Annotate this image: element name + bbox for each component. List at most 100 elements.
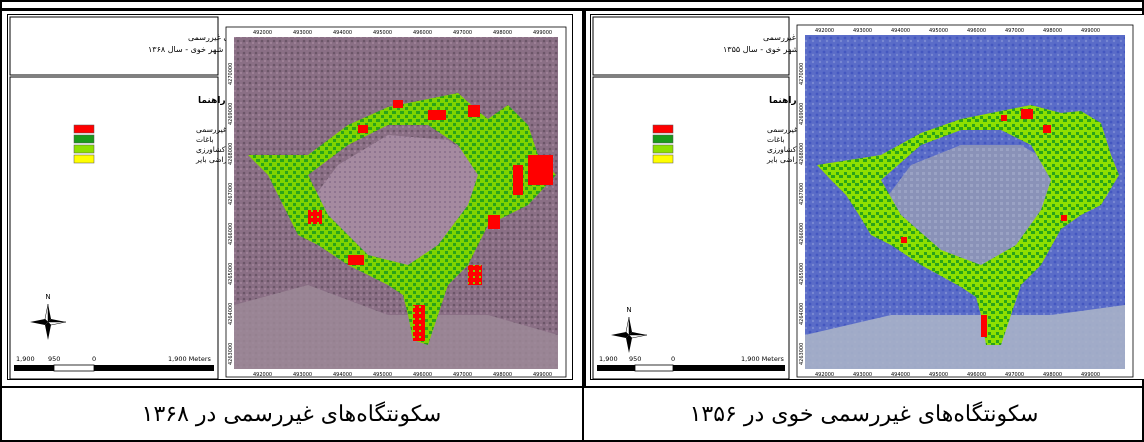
legend-swatch-informal [652,124,674,134]
svg-text:495000: 495000 [373,372,392,378]
north-arrow-icon [611,316,648,353]
legend-swatch-gardens [73,134,95,144]
svg-text:497000: 497000 [453,30,472,36]
scale-label-3: 1,900 Meters [168,355,212,363]
y-tick-labels: 4270000 4269000 4268000 4267000 4266000 … [228,63,234,365]
x-tick-labels-bottom: 492000 493000 494000 495000 496000 49700… [815,372,1100,378]
north-label: N [45,293,50,301]
y-tick-labels: 4270000 4269000 4268000 4267000 4266000 … [799,63,805,365]
north-label: N [626,306,631,314]
map-panel-1355: روند گسترش فضایی سکونتگاههای غیررسمی شهر… [590,14,1144,380]
map-title-line2: شهر خوی - سال ۱۳۵۵ [723,45,799,54]
land-use-ring [817,105,1119,345]
legend-box [9,76,219,379]
map-panel-1368: روند گسترش فضایی سکونتگاههای غیررسمی شهر… [7,14,573,380]
svg-text:4269000: 4269000 [799,103,805,125]
svg-text:494000: 494000 [333,372,352,378]
svg-text:4270000: 4270000 [799,63,805,85]
captions-row: سکونتگاه‌های غیررسمی در ۱۳۶۸ سکونتگاه‌ها… [0,388,1144,442]
svg-text:493000: 493000 [293,372,312,378]
svg-text:497000: 497000 [1005,28,1024,34]
svg-text:4267000: 4267000 [228,183,234,205]
svg-text:498000: 498000 [493,30,512,36]
map-1368-svg: روند گسترش فضایی سکونتگاههای غیررسمی شهر… [9,16,567,379]
x-tick-labels-bottom: 492000 493000 494000 495000 496000 49700… [253,372,552,378]
scale-label-1: 950 [629,355,641,363]
svg-text:497000: 497000 [1005,372,1024,378]
svg-text:493000: 493000 [853,28,872,34]
title-box [592,16,790,76]
map-1355-svg: روند گسترش فضایی سکونتگاههای غیررسمی شهر… [592,16,1134,379]
map-title-line2: شهر خوی - سال ۱۳۶۸ [148,45,224,54]
legend-swatch-agri [652,144,674,154]
svg-text:4267000: 4267000 [799,183,805,205]
svg-text:4266000: 4266000 [228,223,234,245]
scale-label-1: 950 [48,355,60,363]
scale-bar: 1,900 950 0 1,900 Meters [14,355,214,372]
scale-label-0: 1,900 [599,355,618,363]
legend-swatch-barren [73,154,95,164]
legend-swatch-agri [73,144,95,154]
map-frame [225,26,567,378]
legend-label-barren: اراضی بایر [195,155,229,164]
svg-text:499000: 499000 [1081,372,1100,378]
svg-text:4266000: 4266000 [799,223,805,245]
caption-1368: سکونتگاه‌های غیررسمی در ۱۳۶۸ [141,401,442,427]
svg-text:497000: 497000 [453,372,472,378]
svg-text:496000: 496000 [967,372,986,378]
panel-divider [582,10,586,386]
caption-rule [0,386,1144,388]
svg-text:4270000: 4270000 [228,63,234,85]
svg-text:4269000: 4269000 [228,103,234,125]
scale-label-3: 1,900 Meters [741,355,785,363]
legend-box [592,76,790,379]
svg-text:492000: 492000 [253,30,272,36]
north-arrow-icon [30,303,67,340]
svg-text:4265000: 4265000 [799,263,805,285]
scale-label-2: 0 [92,355,96,363]
x-tick-labels: 492000 493000 494000 495000 496000 49700… [815,28,1100,34]
svg-text:494000: 494000 [891,372,910,378]
svg-text:499000: 499000 [533,372,552,378]
svg-text:496000: 496000 [967,28,986,34]
title-box [9,16,219,76]
legend-label-gardens: باغات [196,135,214,144]
svg-text:493000: 493000 [853,372,872,378]
scale-label-2: 0 [671,355,675,363]
svg-text:4268000: 4268000 [228,143,234,165]
scale-bar: 1,900 950 0 1,900 Meters [597,355,785,372]
svg-text:499000: 499000 [1081,28,1100,34]
legend-swatch-barren [652,154,674,164]
svg-text:494000: 494000 [891,28,910,34]
legend-title: راهنما [198,96,226,106]
legend-label-barren: اراضی بایر [766,155,800,164]
svg-text:4268000: 4268000 [799,143,805,165]
caption-divider [582,388,584,442]
svg-text:492000: 492000 [815,372,834,378]
legend-label-agri: اراضی کشاورزی [196,145,248,154]
x-tick-labels: 492000 493000 494000 495000 496000 49700… [253,30,552,36]
legend-label-gardens: باغات [767,135,785,144]
legend-title: راهنما [769,96,797,106]
svg-text:492000: 492000 [253,372,272,378]
svg-text:4263000: 4263000 [799,343,805,365]
legend-swatch-gardens [652,134,674,144]
svg-text:498000: 498000 [493,372,512,378]
scale-label-0: 1,900 [16,355,35,363]
svg-text:4263000: 4263000 [228,343,234,365]
svg-text:496000: 496000 [413,372,432,378]
svg-text:496000: 496000 [413,30,432,36]
svg-text:493000: 493000 [293,30,312,36]
svg-text:492000: 492000 [815,28,834,34]
mountain-area [805,305,1125,369]
land-use-ring [248,93,556,345]
svg-text:495000: 495000 [929,372,948,378]
map-frame [796,24,1134,378]
svg-text:4265000: 4265000 [228,263,234,285]
svg-text:494000: 494000 [333,30,352,36]
svg-text:4264000: 4264000 [799,303,805,325]
top-rule [0,8,1144,11]
caption-1356: سکونتگاه‌های غیررسمی خوی در ۱۳۵۶ [689,401,1039,427]
svg-text:495000: 495000 [373,30,392,36]
legend-label-agri: اراضی کشاورزی [767,145,819,154]
